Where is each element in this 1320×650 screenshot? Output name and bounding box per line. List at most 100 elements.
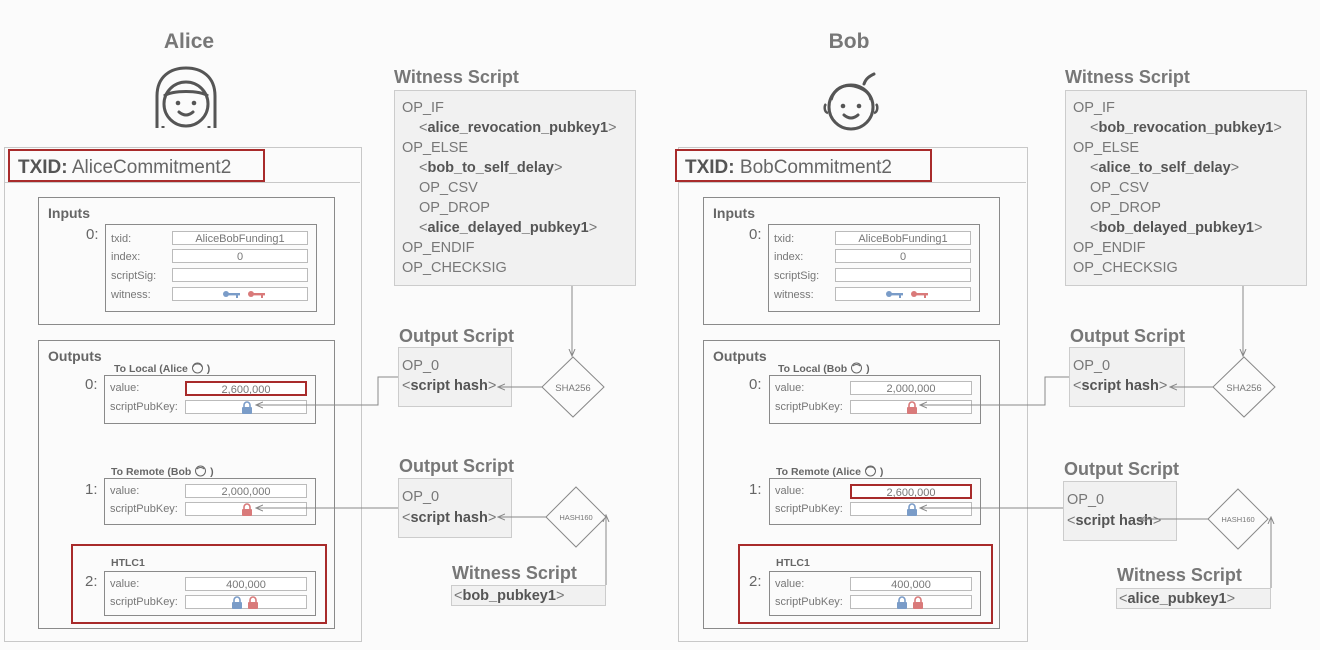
witness-script-title: Witness Script — [1065, 67, 1190, 87]
output-0-index: 0: — [85, 376, 98, 393]
output-2-title: HTLC1 — [111, 557, 145, 569]
txid-row-label: txid: — [111, 233, 132, 245]
ws-line: OP_ELSE — [402, 140, 469, 156]
value-label: value: — [775, 382, 805, 394]
ws-line: <bob_to_self_delay> — [419, 160, 563, 176]
blue-lock-icon — [907, 503, 917, 516]
output-0-index: 0: — [749, 376, 762, 393]
bob-output-script-1: OP_0 <script hash> — [1069, 347, 1185, 407]
divider — [4, 182, 360, 183]
value-label: value: — [775, 485, 805, 497]
output-script-title: Output Script — [1070, 326, 1185, 346]
lock-pair-icon — [897, 596, 923, 609]
spk-label: scriptPubKey: — [775, 401, 843, 413]
alice-hash160-diamond — [545, 486, 607, 548]
alice-output-script-1: OP_0 <script hash> — [398, 347, 512, 407]
ws-line: <alice_delayed_pubkey1> — [419, 220, 598, 236]
ws-line: OP_CSV — [1090, 180, 1149, 196]
ws2-line: <bob_pubkey1> — [454, 588, 565, 604]
alice-witness-script-2: <bob_pubkey1> — [451, 585, 606, 606]
ws-line: <bob_revocation_pubkey1> — [1090, 120, 1282, 136]
bob-witness-script: OP_IF <bob_revocation_pubkey1> OP_ELSE <… — [1065, 90, 1307, 286]
spk-field — [850, 400, 972, 414]
witness-script-title: Witness Script — [452, 563, 577, 583]
bob-txid: TXID: BobCommitment2 — [675, 149, 932, 182]
lock-pair-icon — [232, 596, 258, 609]
alice-name: Alice — [163, 30, 215, 53]
scriptsig-row-label: scriptSig: — [111, 270, 157, 282]
ws-line: OP_CSV — [419, 180, 478, 196]
ws-line: OP_DROP — [419, 200, 490, 216]
output-1-panel: value: 2,000,000 scriptPubKey: — [104, 478, 316, 525]
witness-field — [835, 287, 971, 301]
os-line: OP_0 — [402, 489, 440, 505]
output-1-index: 1: — [85, 481, 98, 498]
witness-field — [172, 287, 308, 301]
bob-output-script-2: OP_0 <script hash> — [1063, 481, 1177, 541]
output-script-title: Output Script — [1064, 459, 1179, 479]
txid-label: TXID: — [18, 157, 68, 178]
ws2-line: <alice_pubkey1> — [1119, 591, 1236, 607]
bob-name: Bob — [828, 30, 870, 53]
ws-line: OP_ENDIF — [1073, 240, 1146, 256]
witness-row-label: witness: — [111, 289, 151, 301]
output-title-suffix: ) — [879, 466, 884, 478]
txid-label: TXID: — [685, 157, 735, 178]
value-field: 2,000,000 — [850, 381, 972, 395]
output-2-panel: value: 400,000 scriptPubKey: — [769, 571, 981, 616]
output-1-title: To Remote (Bob ) — [111, 464, 214, 478]
value-label: value: — [110, 578, 140, 590]
bob-witness-script-2: <alice_pubkey1> — [1116, 588, 1271, 609]
output-title-suffix: ) — [210, 466, 214, 478]
output-1-panel: value: 2,600,000 scriptPubKey: — [769, 478, 981, 525]
divider — [678, 182, 1026, 183]
txid-field: AliceBobFunding1 — [835, 231, 971, 245]
red-key-icon — [248, 291, 265, 298]
os-line: <script hash> — [1073, 378, 1168, 394]
input-index: 0: — [749, 226, 762, 243]
output-title-text: To Remote (Bob — [111, 466, 192, 478]
output-script-title: Output Script — [399, 456, 514, 476]
output-1-title: To Remote (Alice ) — [776, 464, 883, 478]
index-row-label: index: — [774, 251, 804, 263]
txid-row-label: txid: — [774, 233, 795, 245]
red-lock-icon — [907, 401, 917, 414]
value-label: value: — [110, 382, 140, 394]
spk-label: scriptPubKey: — [775, 596, 843, 608]
alice-os1-to-spk-arrow — [256, 376, 398, 405]
os-line: OP_0 — [1067, 492, 1105, 508]
blue-lock-icon — [242, 401, 252, 414]
alice-outputs-section: Outputs — [38, 340, 335, 629]
bob-hash2-label: HASH160 — [1221, 515, 1254, 524]
os-line: OP_0 — [1073, 358, 1111, 374]
spk-field — [185, 595, 307, 609]
alice-htlc-highlight — [71, 544, 327, 624]
scriptsig-row-label: scriptSig: — [774, 270, 820, 282]
alice-hash2-label: HASH160 — [559, 513, 592, 522]
bob-htlc-highlight — [738, 544, 993, 624]
blue-key-icon — [223, 291, 240, 298]
alice-avatar-icon — [155, 66, 217, 128]
input-panel: txid: AliceBobFunding1 index: 0 scriptSi… — [105, 224, 317, 312]
blue-key-icon — [886, 291, 903, 298]
bob-outputs-section: Outputs — [703, 340, 1000, 629]
os-line: <script hash> — [402, 510, 497, 526]
index-row-label: index: — [111, 251, 141, 263]
output-0-panel: value: 2,000,000 scriptPubKey: — [769, 375, 981, 424]
red-lock-icon — [242, 503, 252, 516]
spk-field — [185, 400, 307, 414]
value-label: value: — [110, 485, 140, 497]
alice-witness-script: OP_IF <alice_revocation_pubkey1> OP_ELSE… — [394, 90, 636, 286]
spk-label: scriptPubKey: — [110, 596, 178, 608]
txid-field: AliceBobFunding1 — [172, 231, 308, 245]
outputs-title: Outputs — [48, 348, 102, 364]
value-field: 2,600,000 — [850, 484, 972, 499]
alice-output-script-2: OP_0 <script hash> — [398, 478, 512, 538]
spk-label: scriptPubKey: — [775, 503, 843, 515]
output-0-title: To Local (Bob ) — [778, 361, 870, 375]
witness-script-title: Witness Script — [394, 67, 519, 87]
spk-label: scriptPubKey: — [110, 401, 178, 413]
spk-field — [185, 502, 307, 516]
bob-hash160-diamond — [1207, 488, 1269, 550]
